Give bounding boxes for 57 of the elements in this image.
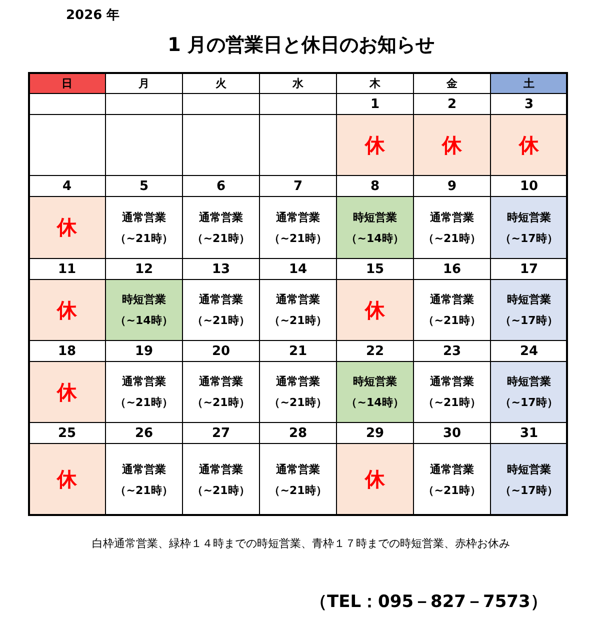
closed-mark: 休 [365,132,385,158]
closed-mark: 休 [57,466,77,493]
business-type-text: 通常営業 [122,210,166,224]
closed-mark: 休 [57,296,77,324]
hours-text: （~21時） [423,230,481,246]
hours-text: （~14時） [346,230,404,246]
hours-text: （~21時） [269,313,327,328]
title: 1 月の営業日と休日のお知らせ [166,33,436,58]
business-type-text: 時短営業 [507,462,551,476]
hours-text: （~14時） [115,313,173,328]
hours-text: （~21時） [423,395,481,410]
year-text: 2026 年 [66,7,120,24]
hours-text: （~21時） [423,313,481,328]
hours-text: （~21時） [269,230,327,246]
closed-mark: 休 [57,378,77,406]
business-type-text: 通常営業 [199,374,243,389]
closed-mark: 休 [519,132,539,158]
closed-mark: 休 [365,466,385,493]
hours-text: （~21時） [192,313,250,328]
business-type-text: 通常営業 [276,374,320,389]
business-type-text: 通常営業 [430,374,474,389]
business-type-text: 通常営業 [199,292,243,307]
business-type-text: 通常営業 [122,462,166,476]
hours-text: （~17時） [500,482,558,498]
phone-number: （TEL：095－827－7573） [310,591,548,613]
business-type-text: 通常営業 [430,210,474,224]
hours-text: （~21時） [192,482,250,498]
hours-text: （~14時） [346,395,404,410]
business-type-text: 通常営業 [199,210,243,224]
business-type-text: 時短営業 [507,210,551,224]
hours-text: （~21時） [269,482,327,498]
hours-text: （~21時） [269,395,327,410]
hours-text: （~21時） [115,230,173,246]
closed-mark: 休 [365,296,385,324]
business-type-text: 通常営業 [199,462,243,476]
business-type-text: 通常営業 [276,210,320,224]
business-type-text: 時短営業 [507,292,551,307]
business-type-text: 通常営業 [430,292,474,307]
hours-text: （~17時） [500,313,558,328]
closed-mark: 休 [442,132,462,158]
business-type-text: 通常営業 [122,374,166,389]
business-type-text: 時短営業 [507,374,551,389]
hours-text: （~17時） [500,395,558,410]
legend-note: 白枠通常営業、緑枠１４時までの時短営業、青枠１７時までの時短営業、赤枠お休み [91,536,511,551]
business-type-text: 時短営業 [353,210,397,224]
hours-text: （~17時） [500,230,558,246]
business-type-text: 時短営業 [353,374,397,389]
hours-text: （~21時） [115,395,173,410]
closed-mark: 休 [57,214,77,241]
business-type-text: 通常営業 [430,462,474,476]
business-type-text: 通常営業 [276,462,320,476]
business-type-text: 通常営業 [276,292,320,307]
business-type-text: 時短営業 [122,292,166,307]
hours-text: （~21時） [423,482,481,498]
hours-text: （~21時） [192,230,250,246]
hours-text: （~21時） [192,395,250,410]
hours-text: （~21時） [115,482,173,498]
